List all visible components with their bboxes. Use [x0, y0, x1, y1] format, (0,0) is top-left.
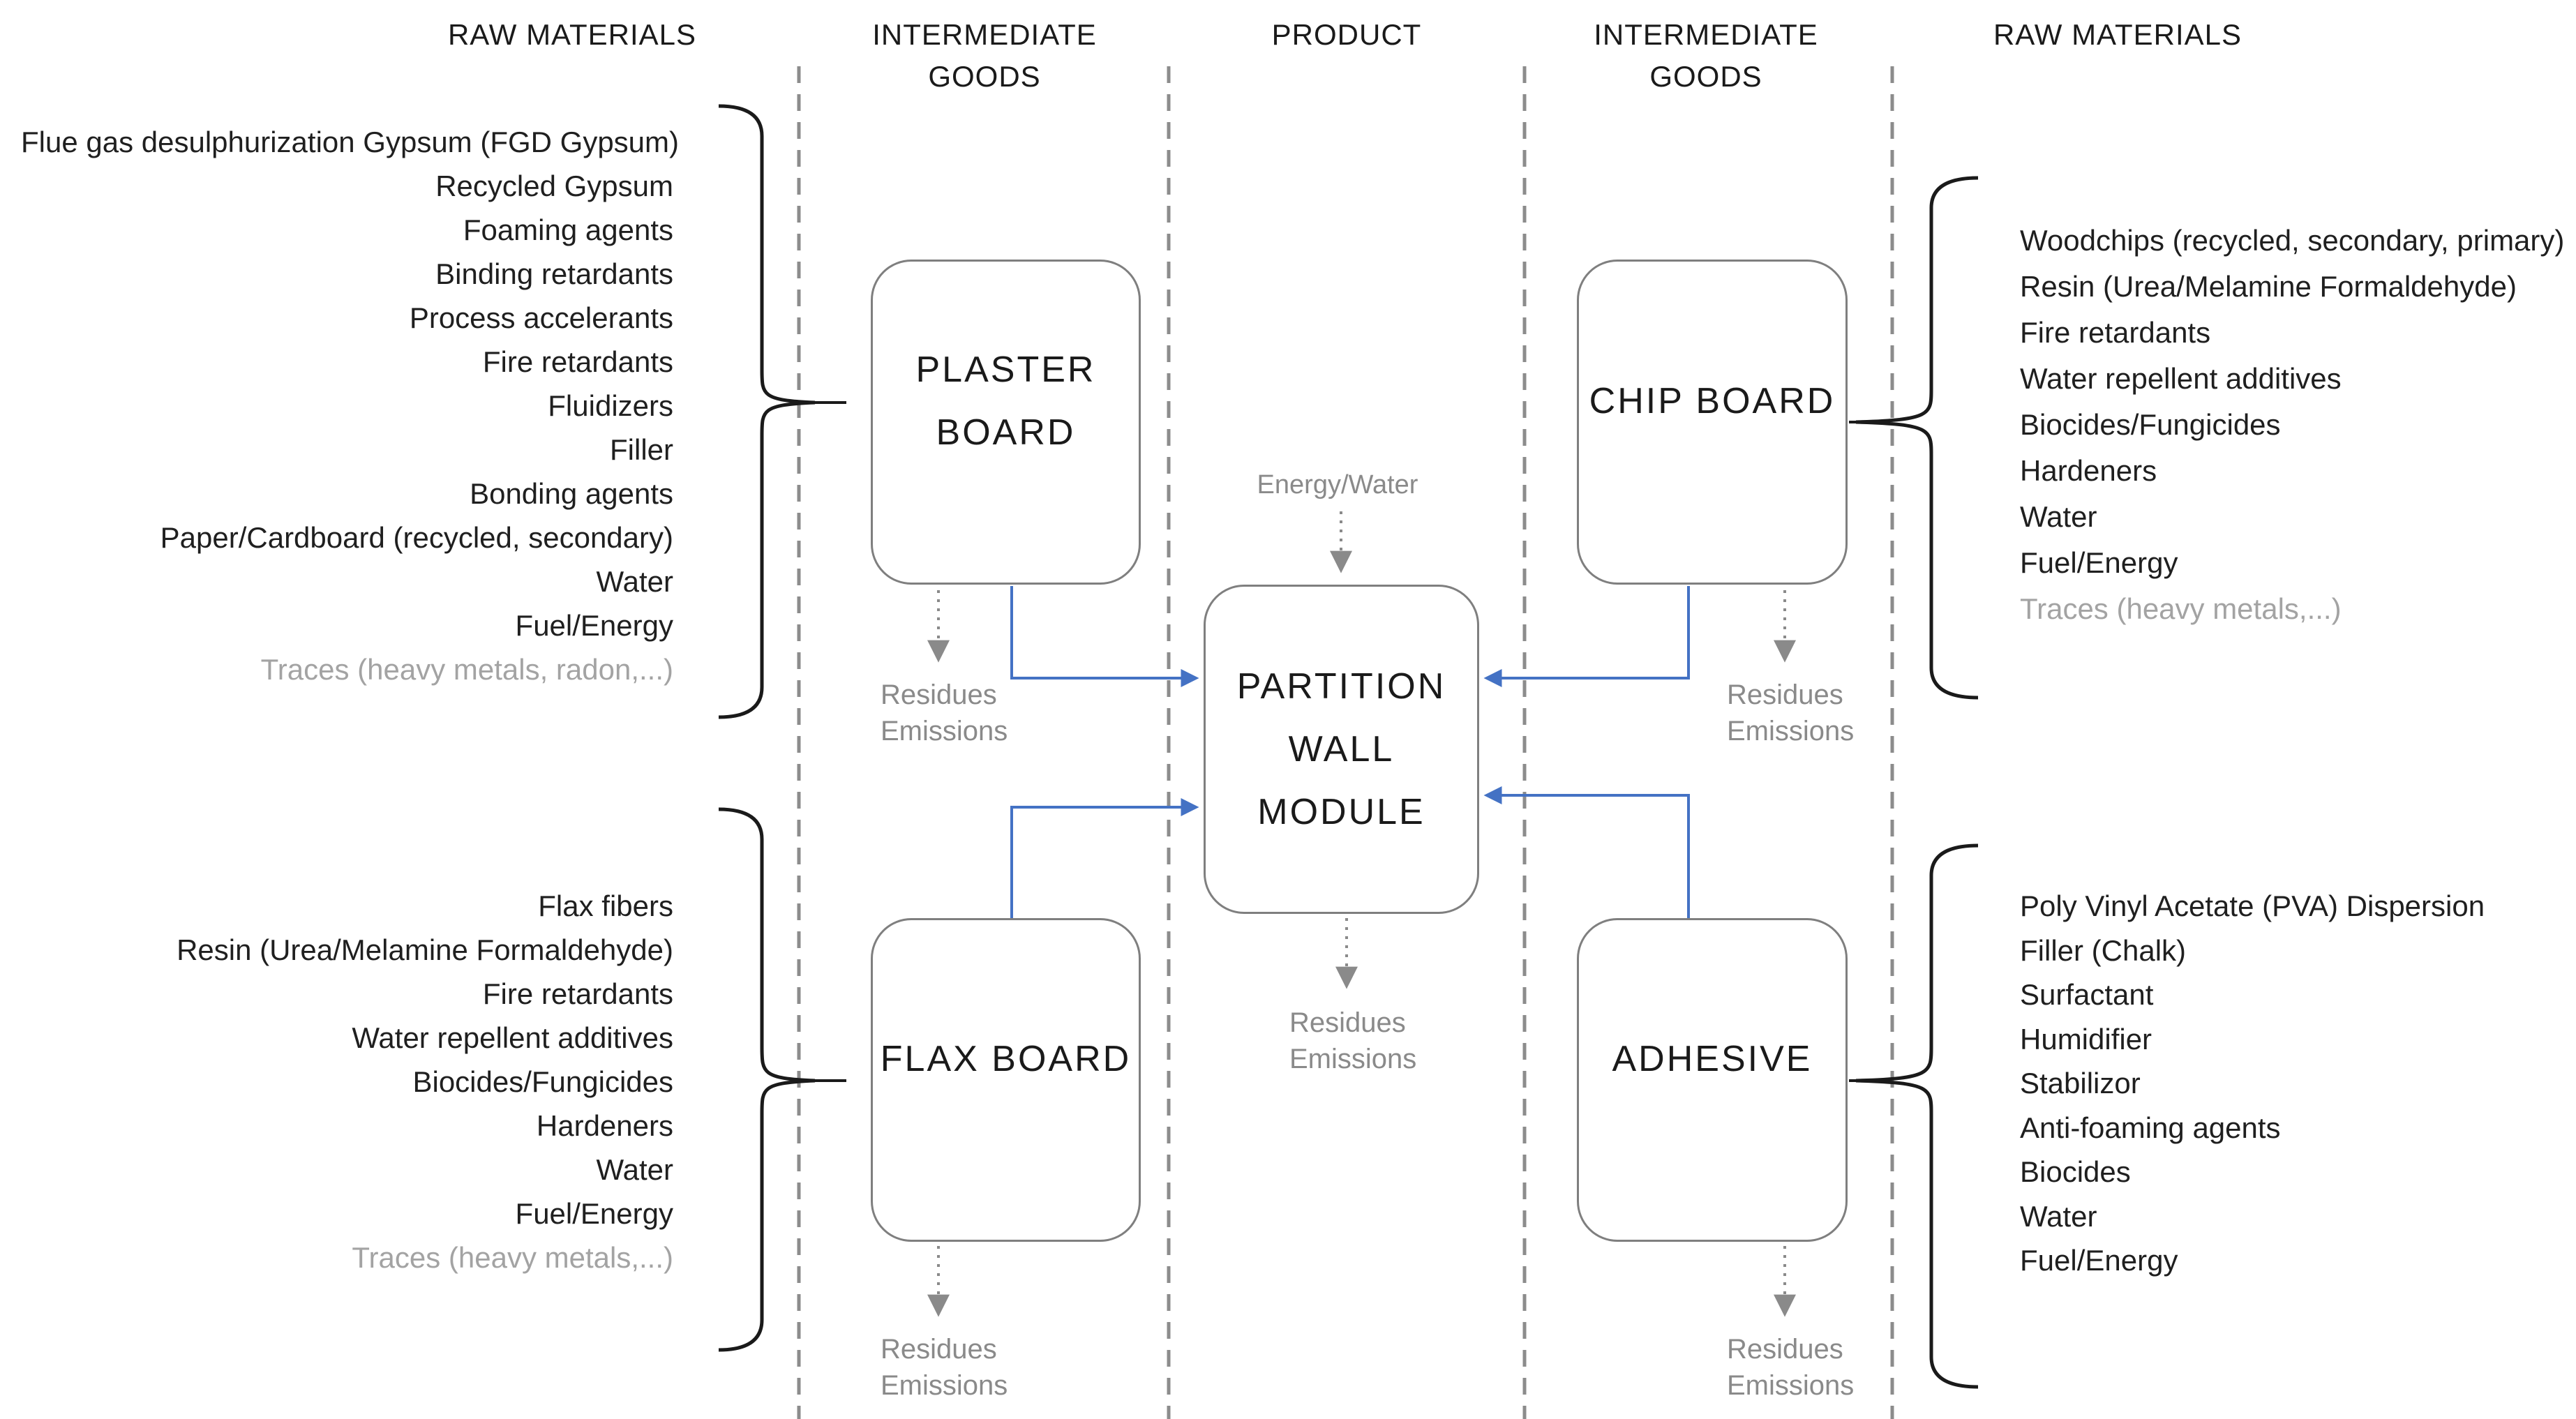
residues-text: Residues	[1289, 1007, 1406, 1038]
flow-adhesive-to-module	[1483, 786, 1690, 919]
residues-text: Residues	[881, 1334, 997, 1365]
node-plaster-board: PLASTER BOARD	[871, 260, 1141, 585]
list-item: Resin (Urea/Melamine Formaldehyde)	[2020, 270, 2517, 303]
node-partition-wall-module: PARTITION WALL MODULE	[1204, 585, 1479, 914]
list-item: Flax fibers	[538, 889, 673, 922]
list-item: Fuel/Energy	[515, 1197, 673, 1230]
residues-emissions-label-adhesive: Residues Emissions	[1727, 1331, 1854, 1404]
list-item: Water	[2020, 500, 2097, 533]
list-item: Filler	[610, 433, 673, 466]
residues-emissions-label-module: Residues Emissions	[1289, 1005, 1416, 1077]
flow-plasterboard-to-module	[1010, 586, 1199, 687]
list-item: Biocides/Fungicides	[2020, 408, 2281, 441]
emissions-text: Emissions	[881, 716, 1008, 746]
residues-text: Residues	[1727, 680, 1843, 710]
list-item: Bonding agents	[470, 477, 673, 510]
node-label: FLAX BOARD	[880, 1039, 1132, 1079]
list-item: Foaming agents	[463, 213, 673, 246]
list-item: Traces (heavy metals,...)	[2020, 592, 2342, 625]
list-item: Recycled Gypsum	[435, 170, 673, 202]
brace-flaxboard-materials	[718, 807, 816, 1352]
node-adhesive: ADHESIVE	[1577, 918, 1848, 1242]
node-chip-board: CHIP BOARD	[1577, 260, 1848, 585]
emissions-text: Emissions	[881, 1370, 1008, 1401]
emissions-text: Emissions	[1289, 1044, 1417, 1074]
list-item: Surfactant	[2020, 978, 2154, 1011]
list-item: Fuel/Energy	[515, 609, 673, 642]
residues-emissions-label-flaxboard: Residues Emissions	[881, 1331, 1008, 1404]
list-item: Fire retardants	[2020, 316, 2211, 349]
list-item: Hardeners	[2020, 454, 2157, 487]
list-item: Stabilizor	[2020, 1067, 2141, 1099]
list-item: Filler (Chalk)	[2020, 933, 2187, 967]
list-item: Fuel/Energy	[2020, 1244, 2178, 1277]
materials-list-plasterboard: Flue gas desulphurization Gypsum (FGD Gy…	[21, 120, 680, 691]
list-item: Paper/Cardboard (recycled, secondary)	[160, 521, 673, 554]
list-item: Fire retardants	[482, 977, 673, 1010]
list-item: Poly Vinyl Acetate (PVA) Dispersion	[2020, 889, 2485, 922]
flow-flaxboard-to-module	[1010, 798, 1199, 919]
list-item: Water	[2020, 1199, 2097, 1233]
list-item: Binding retardants	[435, 257, 673, 290]
flow-chipboard-to-module	[1483, 586, 1690, 687]
list-item: Fluidizers	[548, 389, 673, 422]
column-header-raw-materials-right: RAW MATERIALS	[1993, 18, 2242, 51]
node-label: CHIP BOARD	[1589, 381, 1836, 421]
list-item: Flue gas desulphurization Gypsum (FGD Gy…	[21, 126, 680, 158]
list-item: Fuel/Energy	[2020, 546, 2178, 579]
column-header-product: PRODUCT	[1271, 18, 1422, 51]
list-item: Water repellent additives	[2020, 362, 2342, 395]
list-item: Biocides	[2020, 1155, 2131, 1188]
list-item: Fire retardants	[482, 345, 673, 378]
list-item: Anti-foaming agents	[2020, 1111, 2281, 1144]
node-label: PARTITION WALL MODULE	[1236, 666, 1446, 832]
list-item: Hardeners	[536, 1109, 673, 1142]
node-label: PLASTER BOARD	[915, 350, 1096, 453]
list-item: Traces (heavy metals,...)	[352, 1241, 673, 1274]
list-item: Resin (Urea/Melamine Formaldehyde)	[177, 933, 673, 966]
list-item: Biocides/Fungicides	[412, 1065, 673, 1098]
brace-chipboard-materials	[1855, 176, 1979, 700]
column-header-raw-materials-left: RAW MATERIALS	[447, 18, 697, 51]
list-item: Water	[596, 565, 673, 598]
node-label: ADHESIVE	[1612, 1039, 1813, 1079]
brace-adhesive-materials	[1855, 843, 1979, 1389]
node-flax-board: FLAX BOARD	[871, 918, 1141, 1242]
column-header-intermediate-goods-left: INTERMEDIATE GOODS	[872, 18, 1097, 93]
materials-list-chipboard: Woodchips (recycled, secondary, primary)…	[2020, 218, 2575, 632]
emissions-text: Emissions	[1727, 1370, 1855, 1401]
energy-water-label: Energy/Water	[1257, 470, 1418, 500]
list-item: Woodchips (recycled, secondary, primary)	[2020, 224, 2565, 257]
residues-text: Residues	[1727, 1334, 1843, 1365]
list-item: Traces (heavy metals, radon,...)	[260, 653, 673, 686]
list-item: Water repellent additives	[352, 1021, 673, 1054]
residues-emissions-label-chipboard: Residues Emissions	[1727, 677, 1854, 749]
residues-text: Residues	[881, 680, 997, 710]
list-item: Water	[596, 1153, 673, 1186]
list-item: Process accelerants	[409, 301, 673, 334]
emissions-text: Emissions	[1727, 716, 1855, 746]
column-header-intermediate-goods-right: INTERMEDIATE GOODS	[1594, 18, 1818, 93]
list-item: Humidifier	[2020, 1022, 2152, 1056]
residues-emissions-label-plasterboard: Residues Emissions	[881, 677, 1008, 749]
